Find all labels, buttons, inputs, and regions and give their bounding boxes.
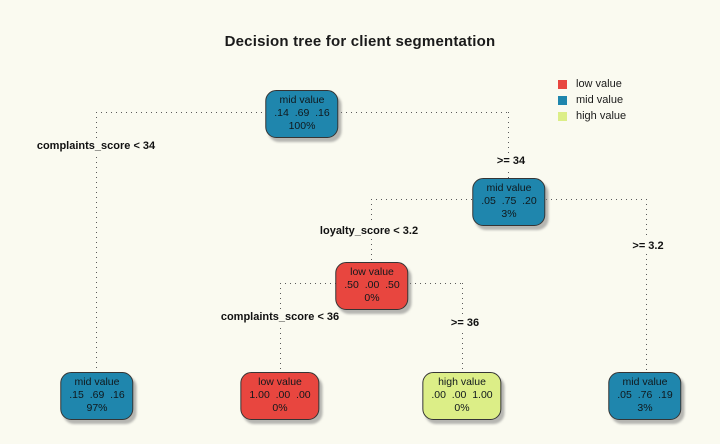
legend-swatch-high (558, 111, 567, 121)
node-class-label: low value (258, 376, 302, 388)
leaf-node-mid-97pct: mid value .15 .69 .16 97% (60, 372, 134, 420)
leaf-node-low-0pct: low value 1.00 .00 .00 0% (240, 372, 320, 420)
edge-label-complaints-lt-34: complaints_score < 34 (33, 139, 159, 153)
node-coverage: 0% (454, 402, 470, 414)
legend-item-low: low value (558, 76, 626, 92)
node-probabilities: .14 .69 .16 (274, 107, 330, 119)
legend-label-low: low value (576, 78, 622, 90)
edge-label-loyalty-lt-3-2: loyalty_score < 3.2 (316, 224, 422, 238)
node-complaints-ge-34: mid value .05 .75 .20 3% (472, 178, 546, 226)
edge-label-ge-34: >= 34 (493, 154, 529, 168)
node-probabilities: .05 .76 .19 (617, 389, 673, 401)
node-coverage: 0% (364, 292, 380, 304)
edge-line-ge34-to-leaf4 (646, 199, 647, 372)
edge-line-root-to-leaf1 (96, 112, 97, 372)
legend: low value mid value high value (558, 76, 626, 124)
node-class-label: low value (350, 266, 394, 278)
edge-line-root-to-ge34 (508, 112, 509, 179)
node-class-label: mid value (279, 94, 325, 106)
node-probabilities: .15 .69 .16 (69, 389, 125, 401)
node-probabilities: 1.00 .00 .00 (249, 389, 311, 401)
node-class-label: high value (438, 376, 486, 388)
edge-label-ge-36: >= 36 (447, 316, 483, 330)
node-coverage: 100% (288, 120, 316, 132)
legend-swatch-low (558, 79, 567, 89)
legend-label-high: high value (576, 110, 627, 122)
node-probabilities: .05 .75 .20 (481, 195, 537, 207)
node-coverage: 3% (637, 402, 653, 414)
node-class-label: mid value (622, 376, 668, 388)
node-coverage: 3% (501, 208, 517, 220)
leaf-node-high-0pct: high value .00 .00 1.00 0% (422, 372, 502, 420)
node-class-label: mid value (486, 182, 532, 194)
node-coverage: 0% (272, 402, 288, 414)
edge-label-complaints-lt-36: complaints_score < 36 (217, 310, 343, 324)
legend-swatch-mid (558, 95, 567, 105)
node-coverage: 97% (86, 402, 108, 414)
node-root: mid value .14 .69 .16 100% (265, 90, 339, 138)
leaf-node-mid-3pct: mid value .05 .76 .19 3% (608, 372, 682, 420)
node-probabilities: .50 .00 .50 (344, 279, 400, 291)
legend-item-high: high value (558, 108, 626, 124)
edge-label-ge-3-2: >= 3.2 (629, 239, 667, 253)
node-loyalty-lt-3-2: low value .50 .00 .50 0% (335, 262, 409, 310)
legend-label-mid: mid value (576, 94, 624, 106)
edge-line-loyalty-to-leaf2 (280, 283, 281, 372)
node-class-label: mid value (74, 376, 120, 388)
chart-title: Decision tree for client segmentation (224, 33, 496, 50)
legend-item-mid: mid value (558, 92, 626, 108)
node-probabilities: .00 .00 1.00 (431, 389, 493, 401)
